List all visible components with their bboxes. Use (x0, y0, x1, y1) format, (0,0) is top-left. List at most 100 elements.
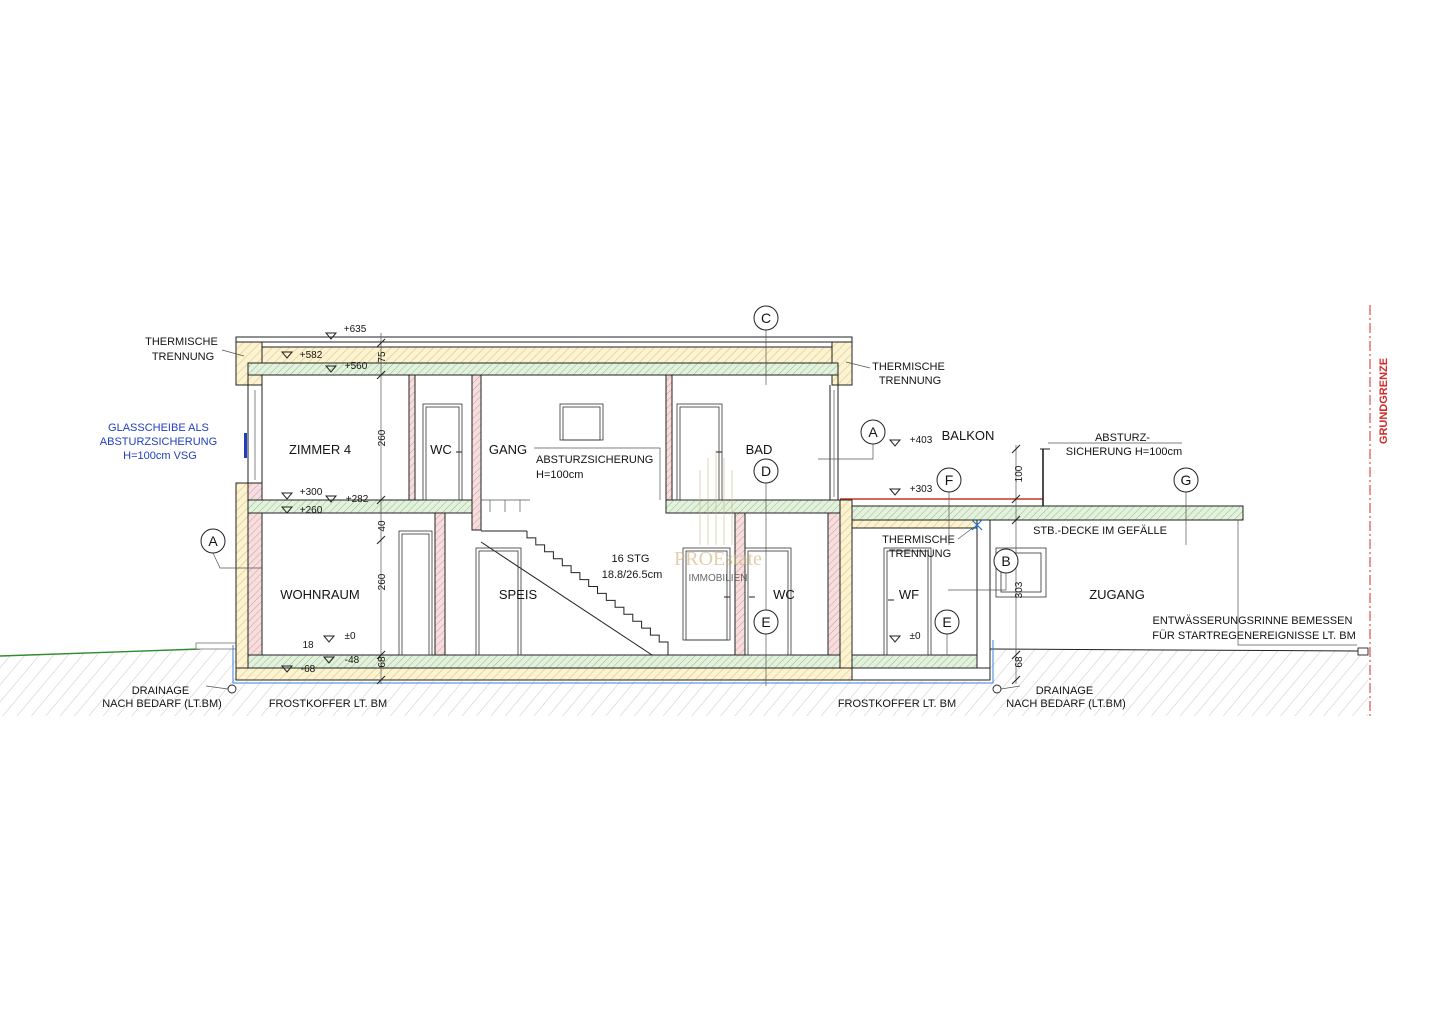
room-zimmer4: ZIMMER 4 (289, 442, 351, 457)
balcony-slab (851, 505, 1244, 521)
note-drainage-right: DRAINAGE NACH BEDARF (LT.BM) (1006, 685, 1126, 710)
note-drain-channel: ENTWÄSSERUNGSRINNE BEMESSEN FÜR STARTREG… (1152, 615, 1356, 642)
section-marker-c: C (753, 305, 779, 331)
level-marker-icon (322, 635, 336, 643)
level-foundation: -68 (301, 664, 316, 675)
note-glass: GLASSCHEIBE ALS ABSTURZSICHERUNG H=100cm… (100, 422, 220, 462)
window-b (995, 547, 1047, 598)
wall-lower-right (827, 512, 841, 656)
garage-wall-right (976, 519, 991, 669)
dim-roof: 75 (377, 351, 388, 363)
property-line-label: GRUNDGRENZE (1378, 358, 1390, 444)
ext-wall-left-insulation (235, 482, 249, 669)
ground-surface-right (989, 648, 1359, 652)
leader-drainage-left (205, 685, 229, 690)
door-wohnraum (398, 530, 433, 656)
leader-thermal-garage (957, 526, 975, 540)
dim-zugang-height: 303 (1014, 581, 1025, 598)
level-screed: 18 (302, 640, 314, 651)
wall-upper-gang (471, 374, 482, 531)
svg-text:A: A (208, 533, 218, 549)
level-slab-bottom: -48 (345, 655, 360, 666)
level-marker-icon (280, 665, 294, 673)
dim-lower-height: 260 (377, 573, 388, 590)
dim-base-left: 68 (377, 656, 388, 668)
note-thermal-top-left: THERMISCHE TRENNUNG (145, 336, 221, 363)
window-b-frame (1000, 552, 1042, 593)
level-mid-slab-top: +282 (346, 494, 369, 505)
drain-pipe-right-icon (992, 684, 1002, 694)
leader-thermal-top-left (221, 349, 245, 357)
room-wc-upper: WC (430, 442, 452, 457)
section-marker-d: D (753, 458, 779, 484)
dimension-chain-left (376, 333, 386, 685)
note-stairs: 16 STG 18.8/26.5cm (602, 553, 663, 581)
wall-upper-wc (408, 374, 416, 501)
wall-lower-wc (734, 512, 746, 656)
section-marker-a-left: A (200, 528, 226, 554)
section-marker-f: F (936, 467, 962, 493)
door-wohnraum-frame (401, 533, 430, 656)
drain-pipe-left-icon (227, 684, 237, 694)
leader-drain-channel (1237, 520, 1357, 646)
leader-a-right (818, 444, 874, 460)
ext-wall-left-upper (247, 482, 263, 501)
note-thermal-garage: THERMISCHE TRENNUNG (882, 534, 958, 560)
level-marker-icon (324, 365, 338, 373)
wall-lower-speis (434, 512, 446, 656)
level-marker-icon (280, 351, 294, 359)
note-drainage-left: DRAINAGE NACH BEDARF (LT.BM) (102, 685, 222, 710)
section-marker-e-mid: E (753, 609, 779, 635)
note-frost-left: FROSTKOFFER LT. BM (269, 698, 387, 710)
level-garage-floor: ±0 (909, 631, 920, 642)
note-fall-protection-stair: ABSTURZSICHERUNG H=100cm (536, 454, 656, 481)
svg-text:C: C (761, 310, 771, 326)
dim-railing: 100 (1014, 465, 1025, 482)
leader-a-left (212, 552, 262, 569)
watermark-brand: PROEstate (674, 548, 762, 570)
ground-slab (247, 654, 841, 669)
paving-left (195, 642, 237, 650)
door-wc-upper-frame (425, 406, 460, 501)
garage-base (851, 667, 991, 681)
roof-cap (235, 336, 853, 343)
stair-steps (526, 531, 669, 655)
door-wf-frame (886, 550, 929, 656)
room-bad: BAD (746, 442, 773, 457)
watermark-logo: PROEstate IMMOBILIEN (674, 450, 762, 584)
dim-upper-height: 260 (377, 429, 388, 446)
svg-text:E: E (761, 614, 770, 630)
level-marker-icon (888, 488, 902, 496)
level-marker-icon (280, 506, 294, 514)
garage-ceiling-insulation (851, 519, 978, 529)
room-speis: SPEIS (499, 587, 538, 602)
room-wf: WF (899, 587, 919, 602)
leader-drainage-right (1000, 685, 1021, 690)
window-gang (559, 403, 604, 441)
door-speis-frame (478, 550, 519, 656)
leader-b (948, 573, 1007, 591)
terrain-line (0, 648, 201, 657)
level-marker-icon (280, 492, 294, 500)
ext-wall-right-insulation (839, 499, 853, 669)
note-frost-right: FROSTKOFFER LT. BM (838, 698, 956, 710)
dim-base-right: 68 (1014, 656, 1025, 668)
ground-insulation (235, 667, 853, 681)
room-wohnraum: WOHNRAUM (280, 587, 359, 602)
note-thermal-top-right: THERMISCHE TRENNUNG (872, 361, 948, 387)
svg-text:G: G (1181, 472, 1192, 488)
svg-text:E: E (942, 614, 951, 630)
glass-pane-icon (244, 433, 247, 458)
svg-text:B: B (1001, 553, 1010, 569)
level-ground-floor: ±0 (344, 631, 355, 642)
door-under-stair-frame (685, 550, 728, 641)
leader-fall-protection-stair (534, 447, 661, 500)
door-wc-lower-frame (747, 550, 789, 656)
svg-text:D: D (761, 463, 771, 479)
section-marker-g: G (1173, 467, 1199, 493)
svg-text:F: F (945, 472, 954, 488)
note-fall-protection-balcony: ABSTURZ- SICHERUNG H=100cm (1066, 432, 1182, 458)
mid-slab-right (665, 499, 841, 514)
section-marker-a-right: A (860, 419, 886, 445)
